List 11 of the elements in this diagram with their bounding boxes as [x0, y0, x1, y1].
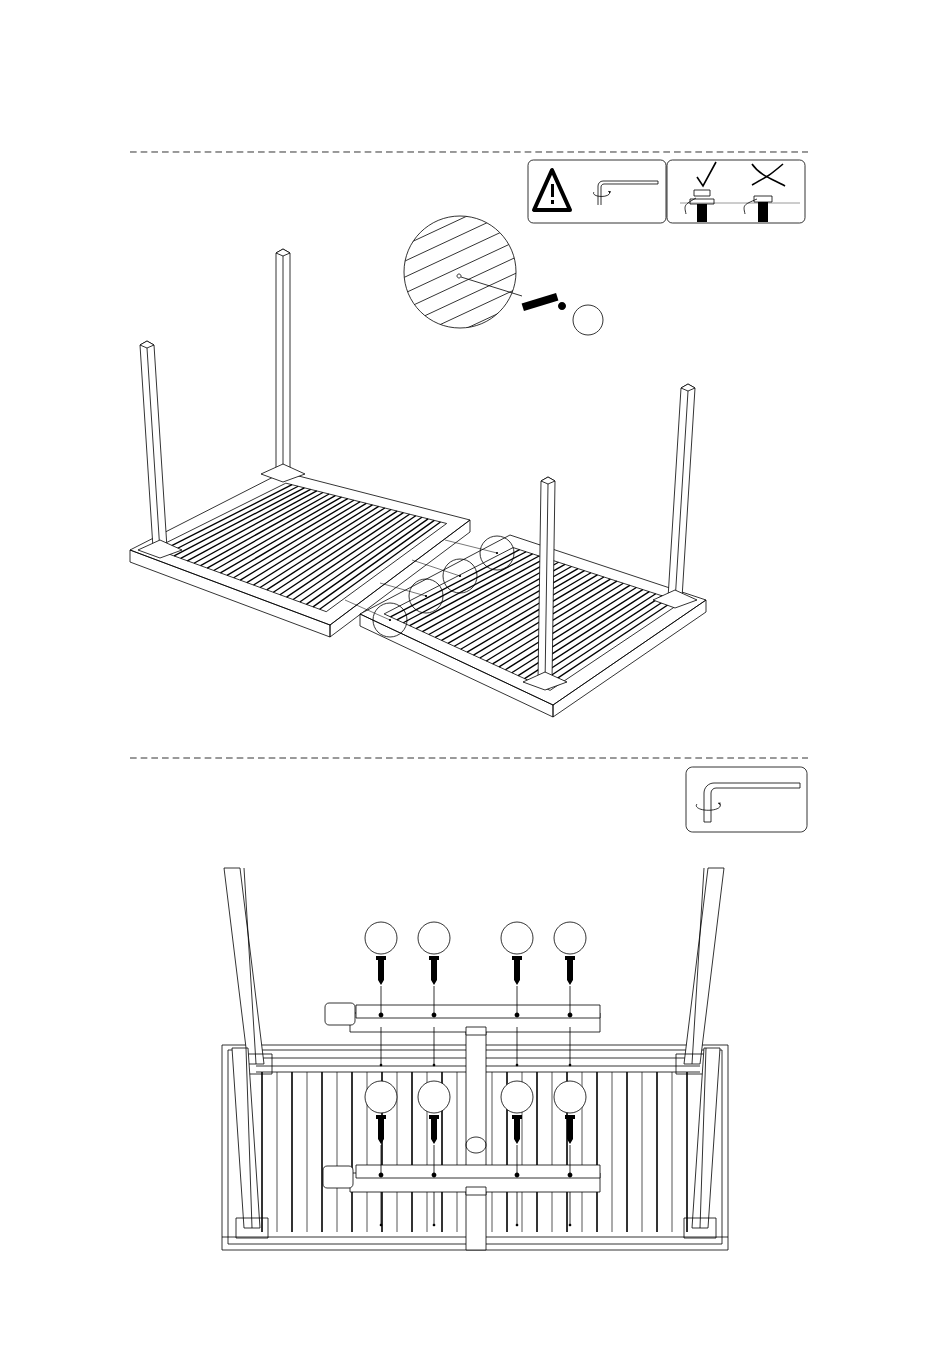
part-tag: [322, 1165, 354, 1189]
callout-circle: [500, 921, 534, 955]
callout-circle: [572, 304, 604, 336]
callout-circle: [417, 1080, 451, 1114]
callout-circle: [500, 1080, 534, 1114]
callout-circle: [553, 1080, 587, 1114]
callout-circle: [417, 921, 451, 955]
callout-circle: [364, 1080, 398, 1114]
part-tag: [324, 1002, 356, 1026]
callout-circle: [553, 921, 587, 955]
callout-circle: [364, 921, 398, 955]
